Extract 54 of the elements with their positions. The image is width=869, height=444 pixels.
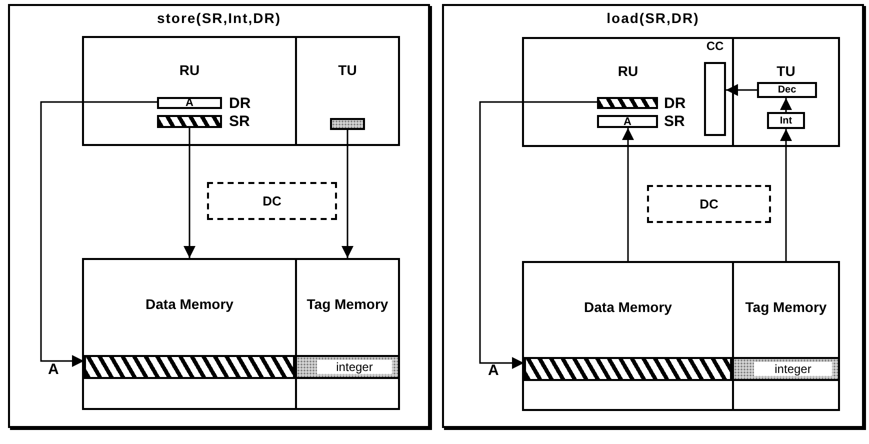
register-label: Int [778, 115, 794, 126]
unit-label: RU [616, 63, 640, 79]
memory-label: Tag Memory [744, 299, 828, 315]
register-label: Dec [776, 84, 798, 96]
register-name: DR [229, 95, 251, 112]
arrow [622, 128, 634, 261]
arrow [780, 98, 792, 112]
memory-row [524, 357, 732, 381]
diagram-panel [8, 4, 430, 428]
register-box [597, 115, 658, 128]
cache-label: DC [262, 194, 282, 208]
memory-label: Data Memory [584, 299, 672, 315]
register-label: CC [705, 39, 725, 53]
unit-label: RU [178, 62, 201, 78]
register-label: A [622, 116, 632, 128]
register-name: A [48, 361, 59, 378]
arrow [726, 84, 757, 96]
unit-box [522, 37, 734, 147]
memory-row [84, 355, 295, 379]
register-name: A [488, 362, 499, 379]
arrow [40, 101, 157, 367]
register-box [157, 115, 222, 128]
arrow [184, 128, 196, 258]
diagram-panel [442, 4, 864, 428]
register-name: SR [664, 113, 685, 130]
memory-row [734, 357, 838, 381]
register-box [157, 97, 222, 109]
register-box [330, 118, 365, 130]
arrow [342, 130, 354, 258]
cache-label: DC [698, 196, 720, 212]
decoder-box [757, 82, 817, 98]
memory-box [732, 261, 840, 411]
arrow [780, 129, 792, 261]
register-box [767, 112, 805, 129]
tag-value: integer [754, 362, 832, 376]
memory-label: Tag Memory [306, 296, 390, 312]
memory-row [297, 355, 398, 379]
register-name: DR [664, 95, 686, 112]
memory-label: Data Memory [144, 296, 234, 312]
arrow [479, 101, 597, 369]
unit-label: TU [776, 63, 796, 79]
unit-box [295, 36, 400, 146]
dashed-box [207, 182, 337, 220]
register-box [597, 97, 658, 109]
unit-label: TU [337, 62, 358, 78]
unit-box [732, 37, 840, 147]
dashed-box [647, 185, 771, 223]
memory-box [295, 258, 400, 410]
tag-value: integer [317, 360, 392, 374]
register-name: SR [229, 113, 250, 130]
panel-title: store(SR,Int,DR) [156, 10, 282, 26]
panel-title: load(SR,DR) [606, 10, 700, 26]
unit-box [82, 36, 297, 146]
register-label: A [184, 97, 194, 109]
